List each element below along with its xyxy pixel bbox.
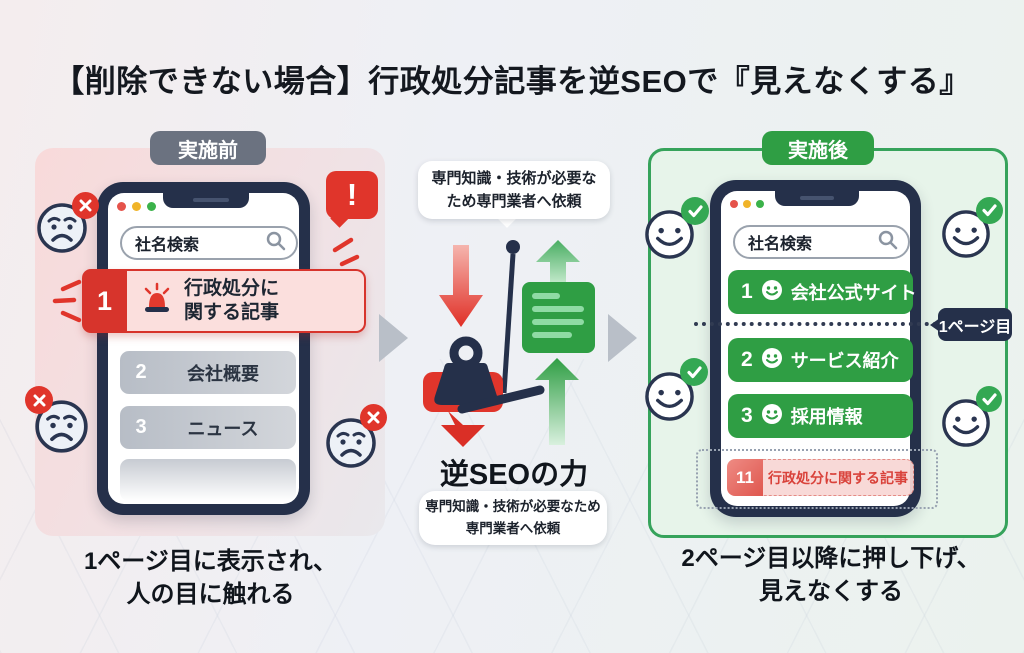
lever-bar xyxy=(457,385,545,414)
after-result-2-label: サービス紹介 xyxy=(790,351,899,371)
expert-note-bubble-top: 専門知識・技術が必要な ため専門業者へ依頼 xyxy=(418,161,610,219)
traffic-dot-yellow xyxy=(132,202,141,211)
smiley-icon xyxy=(761,347,783,374)
emphasis-lines-left xyxy=(52,276,82,331)
rank-badge: 2 xyxy=(741,348,753,371)
weight-icon xyxy=(423,336,503,447)
after-search-input[interactable]: 社名検索 xyxy=(733,225,910,259)
lever-pole xyxy=(501,240,520,394)
before-search-input[interactable]: 社名検索 xyxy=(120,226,298,260)
x-badge-icon xyxy=(360,404,387,431)
before-result-1-negative[interactable]: 1 行政処分に 関する記事 xyxy=(82,269,366,333)
down-arrow-icon xyxy=(439,245,483,327)
traffic-dot-red xyxy=(730,200,738,208)
happy-face-icon xyxy=(941,398,991,453)
pushed-result-body: 行政処分に関する記事 xyxy=(763,459,914,496)
sad-face-icon xyxy=(36,202,88,259)
speaker-slot xyxy=(800,196,834,200)
check-badge-icon xyxy=(976,197,1003,224)
expert-note-bubble-bottom: 専門知識・技術が必要なため 専門業者へ依頼 xyxy=(419,491,607,545)
down-arrow-icon xyxy=(441,411,485,447)
traffic-dot-yellow xyxy=(743,200,751,208)
before-result-1-label: 行政処分に 関する記事 xyxy=(184,278,280,323)
before-result-2[interactable]: 2 会社概要 xyxy=(120,351,296,394)
page-boundary-dotted-line xyxy=(694,322,937,326)
before-result-3-label: ニュース xyxy=(187,418,259,439)
smiley-icon xyxy=(761,279,783,306)
page-tag-tail xyxy=(930,318,940,332)
smiley-icon xyxy=(761,403,783,430)
check-badge-icon xyxy=(976,386,1002,412)
x-badge-icon xyxy=(72,192,99,219)
before-result-1-body: 行政処分に 関する記事 xyxy=(127,269,366,333)
after-result-1-label: 会社公式サイト xyxy=(790,283,917,303)
before-result-partial xyxy=(120,459,296,501)
happy-face-icon xyxy=(644,209,695,265)
rank-badge: 11 xyxy=(727,459,763,496)
check-badge-icon xyxy=(681,197,709,225)
sad-face-icon xyxy=(325,417,377,474)
speaker-slot xyxy=(193,198,229,202)
search-icon xyxy=(877,229,899,256)
x-badge-icon xyxy=(25,386,53,414)
traffic-dot-green xyxy=(756,200,764,208)
up-arrow-icon xyxy=(536,240,580,282)
rank-badge: 3 xyxy=(741,404,753,427)
after-result-3[interactable]: 3 採用情報 xyxy=(728,394,913,438)
traffic-dot-red xyxy=(117,202,126,211)
after-result-3-label: 採用情報 xyxy=(790,407,863,427)
pushed-result-label: 行政処分に関する記事 xyxy=(768,469,908,486)
rank-badge: 1 xyxy=(741,280,753,303)
happy-face-icon xyxy=(941,209,991,264)
exclamation-icon: ! xyxy=(346,177,358,212)
traffic-dot-green xyxy=(147,202,156,211)
check-badge-icon xyxy=(680,358,708,386)
page-2-dotted-region xyxy=(696,449,938,509)
after-badge: 実施後 xyxy=(762,131,874,165)
up-arrow-icon xyxy=(535,358,579,445)
after-result-2[interactable]: 2 サービス紹介 xyxy=(728,338,913,382)
reverse-seo-power-label: 逆SEOの力 xyxy=(439,459,589,491)
after-result-1[interactable]: 1 会社公式サイト xyxy=(728,270,917,314)
after-caption: 2ページ目以降に押し下げ、見えなくする xyxy=(681,545,981,606)
before-search-value: 社名検索 xyxy=(135,237,200,254)
rank-badge: 2 xyxy=(135,361,147,383)
before-caption: 1ページ目に表示され、人の目に触れる xyxy=(83,548,338,609)
siren-icon xyxy=(139,281,175,322)
before-result-3[interactable]: 3 ニュース xyxy=(120,406,296,449)
search-icon xyxy=(265,230,287,257)
rank-badge: 3 xyxy=(135,416,147,438)
warning-bubble: ! xyxy=(326,171,378,219)
document-icon xyxy=(522,282,595,353)
before-badge: 実施前 xyxy=(150,131,266,165)
seo-seesaw-graphic xyxy=(398,233,618,478)
sad-face-icon xyxy=(34,399,89,459)
after-search-value: 社名検索 xyxy=(748,236,813,253)
pushed-down-result-11[interactable]: 11 行政処分に関する記事 xyxy=(727,459,914,496)
before-result-2-label: 会社概要 xyxy=(187,363,259,384)
happy-face-icon xyxy=(644,371,695,427)
page-1-tag: 1ページ目 xyxy=(938,308,1012,341)
arrow-right-icon xyxy=(379,314,408,362)
rank-badge: 1 xyxy=(82,269,127,333)
page-title: 【削除できない場合】行政処分記事を逆SEOで『見えなくする』 xyxy=(53,64,971,99)
arrow-right-icon xyxy=(608,314,637,362)
emphasis-lines-right xyxy=(330,236,360,273)
